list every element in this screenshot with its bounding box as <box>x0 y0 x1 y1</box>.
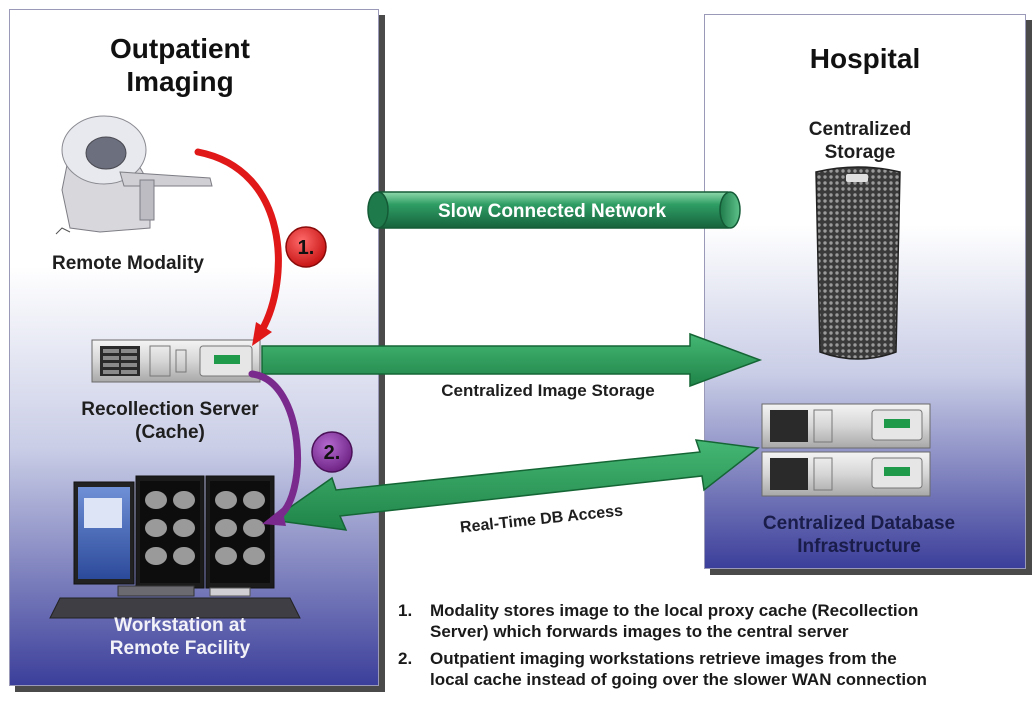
db-access-label: Real-Time DB Access <box>459 503 624 537</box>
network-pipe-label: Slow Connected Network <box>438 201 666 222</box>
recollection-server-icon <box>91 339 261 383</box>
workstation-icon <box>49 475 301 619</box>
image-storage-arrow <box>261 332 763 388</box>
outpatient-imaging-title: Outpatient Imaging <box>110 33 250 97</box>
slow-network-pipe: Slow Connected Network <box>367 191 741 229</box>
centralized-storage-icon <box>815 166 901 360</box>
note-number: 1. <box>398 601 413 620</box>
centralized-storage-label: Centralized Storage <box>808 119 912 163</box>
image-storage-label: Centralized Image Storage <box>441 381 655 400</box>
database-server-icon <box>761 403 931 497</box>
step-1-badge-label: 1. <box>298 237 315 259</box>
note-text: Modality stores image to the local proxy… <box>430 601 919 641</box>
note-item: 1. Modality stores image to the local pr… <box>398 600 1030 642</box>
step-1-badge: 1. <box>285 226 327 268</box>
step-2-badge-label: 2. <box>324 442 341 464</box>
note-text: Outpatient imaging workstations retrieve… <box>430 649 927 689</box>
remote-modality-label: Remote Modality <box>51 253 205 274</box>
step-1-arrow <box>194 148 282 346</box>
hospital-title: Hospital <box>809 43 921 74</box>
recollection-server-label: Recollection Server (Cache) <box>81 399 259 443</box>
centralized-db-label: Centralized Database Infrastructure <box>762 513 956 557</box>
workstation-label: Workstation at Remote Facility <box>109 615 251 659</box>
step-2-badge: 2. <box>311 431 353 473</box>
step-2-arrow <box>248 370 302 526</box>
ct-scanner-icon <box>55 115 213 235</box>
db-access-arrow <box>269 439 760 531</box>
note-number: 2. <box>398 649 413 668</box>
note-item: 2. Outpatient imaging workstations retri… <box>398 648 1030 690</box>
notes-list: 1. Modality stores image to the local pr… <box>398 600 1030 696</box>
